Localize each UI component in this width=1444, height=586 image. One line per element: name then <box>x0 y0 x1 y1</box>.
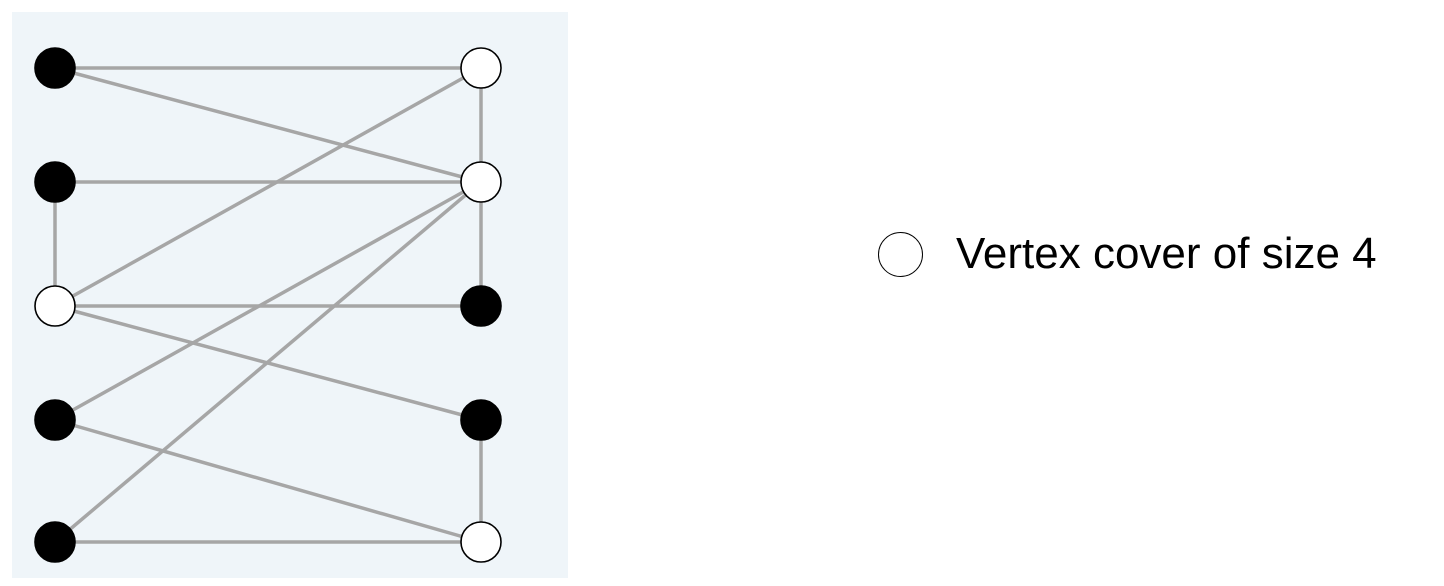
vertex-L3-cover <box>34 285 76 327</box>
vertex-L1 <box>34 47 76 89</box>
edge-L5-R2 <box>53 180 483 544</box>
vertices-layer <box>34 47 502 563</box>
vertex-L4 <box>34 399 76 441</box>
vertex-R1-cover <box>460 47 502 89</box>
edge-L3-R1 <box>54 66 482 308</box>
vertex-R3 <box>460 285 502 327</box>
edge-L4-R2 <box>54 180 482 422</box>
graph-panel <box>12 12 568 578</box>
vertex-R2-cover <box>460 161 502 203</box>
bipartite-graph <box>12 12 568 578</box>
vertex-R4 <box>460 399 502 441</box>
edge-L1-R2 <box>54 66 482 184</box>
edge-L4-R5 <box>54 418 482 544</box>
legend-label: Vertex cover of size 4 <box>956 229 1377 278</box>
vertex-L5 <box>34 521 76 563</box>
open-circle-icon <box>878 231 923 277</box>
edges-layer <box>53 66 483 544</box>
legend: Vertex cover of size 4 <box>878 224 1377 284</box>
vertex-R5-cover <box>460 521 502 563</box>
vertex-L2 <box>34 161 76 203</box>
